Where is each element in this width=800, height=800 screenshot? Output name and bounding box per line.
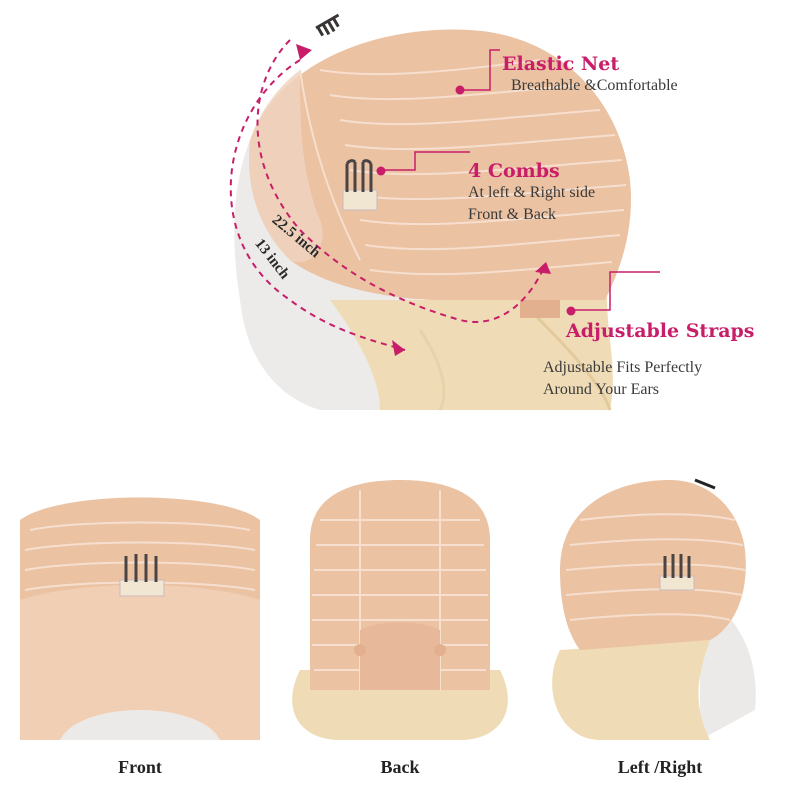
front-view-illustration	[20, 450, 260, 740]
feature-title-elastic-net: Elastic Net	[502, 53, 620, 75]
feature-desc-straps-line2: Around Your Ears	[543, 381, 659, 398]
callout-lines	[380, 49, 660, 311]
feature-desc-combs-line1: At left & Right side	[468, 184, 596, 201]
strap-icon	[520, 300, 560, 318]
back-view-illustration	[280, 450, 520, 740]
dot-marker-icon	[376, 166, 386, 176]
cap-stitching	[299, 59, 627, 276]
caption-back: Back	[380, 757, 420, 777]
caption-front: Front	[118, 757, 162, 777]
feature-desc-combs-line2: Front & Back	[468, 206, 556, 223]
comb-icon	[342, 159, 378, 211]
comb-icon	[119, 554, 165, 597]
hero-side-view: 22.5 inch 13 inch Elastic Net Breathable…	[229, 13, 755, 411]
caption-left-right: Left /Right	[617, 757, 703, 777]
wig-cap-side-illustration	[229, 13, 660, 411]
view-left-right	[540, 450, 780, 740]
feature-title-combs: 4 Combs	[468, 160, 560, 182]
dot-marker-icon	[566, 306, 576, 316]
feature-title-straps: Adjustable Straps	[566, 320, 755, 342]
dot-marker-icon	[455, 85, 465, 95]
top-comb-icon	[315, 13, 340, 37]
feature-desc-elastic-net: Breathable &Comfortable	[511, 77, 678, 94]
comb-icon	[659, 554, 695, 591]
feature-desc-straps-line1: Adjustable Fits Perfectly	[543, 359, 703, 376]
side-view-illustration	[540, 450, 780, 740]
view-back	[280, 450, 520, 740]
dashed-arrow-icon	[229, 39, 546, 351]
view-front	[20, 450, 260, 740]
